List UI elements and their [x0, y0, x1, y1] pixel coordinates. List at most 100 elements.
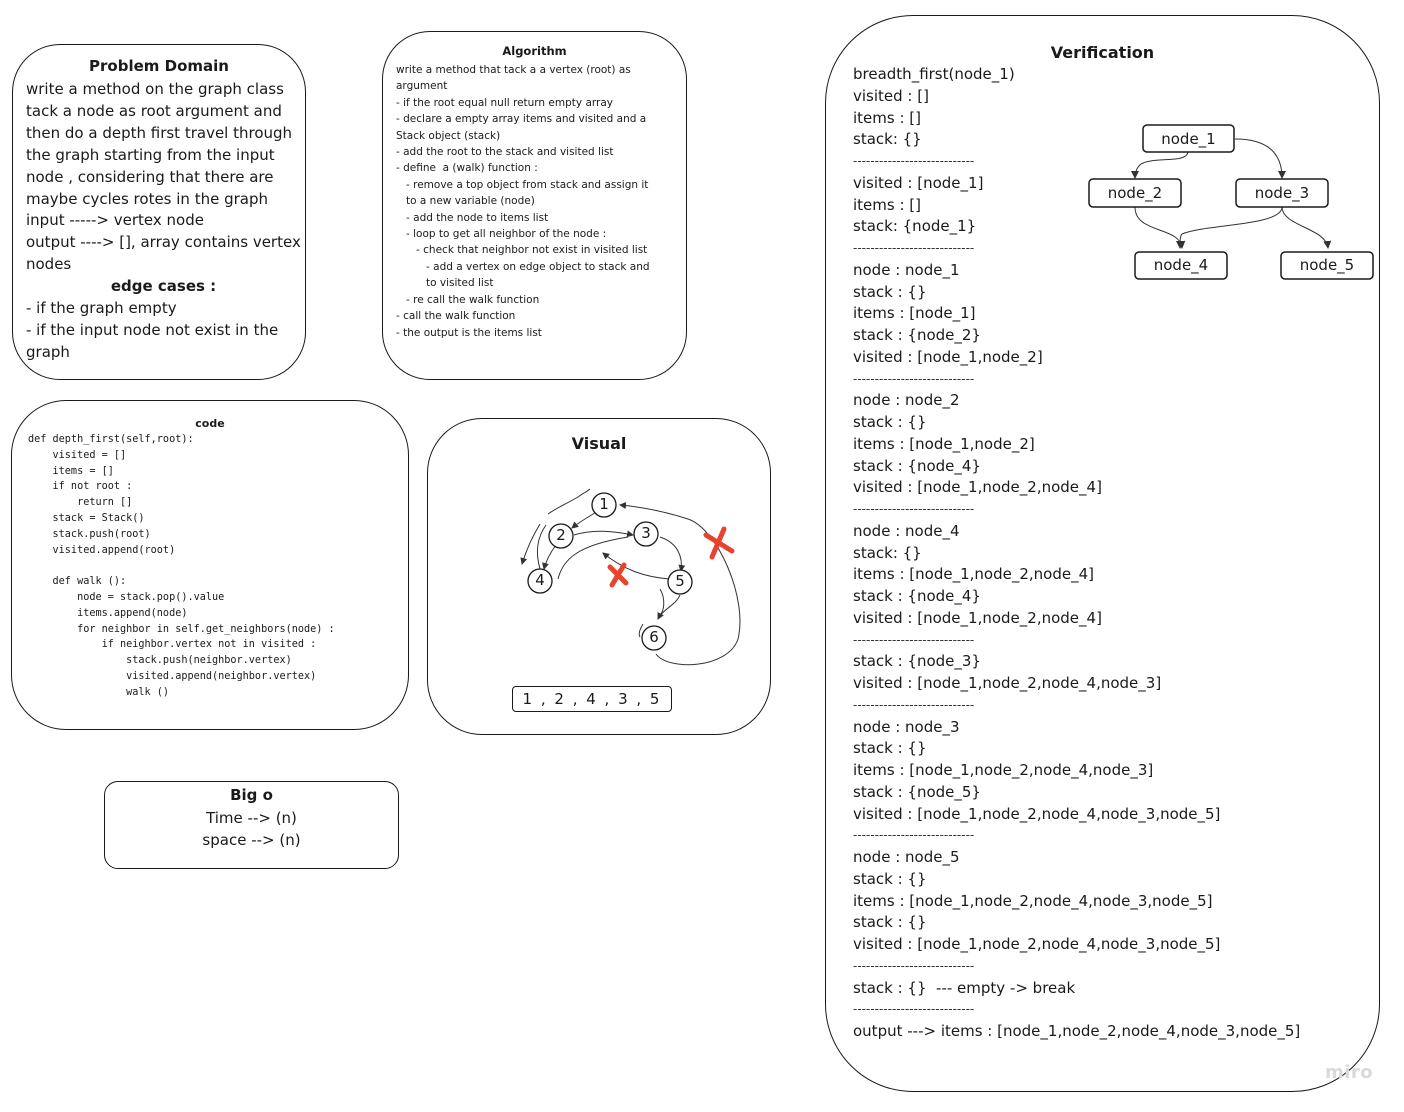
scribble-stroke [520, 523, 541, 565]
algorithm-step: - the output is the items list [396, 326, 542, 339]
verification-graph: node_1 node_2 node_3 node_4 node_5 [1088, 124, 1374, 280]
algorithm-step: - define a (walk) function : [396, 162, 538, 175]
code-line: visited.append(root) [28, 544, 176, 556]
algorithm-step: - call the walk function [396, 310, 516, 323]
graph-edge [1134, 206, 1186, 249]
graph-node: node_5 [1280, 251, 1374, 280]
verification-card: Verification breadth_first(node_1)visite… [825, 15, 1380, 1092]
algorithm-step: - re call the walk function [396, 293, 540, 306]
big-o-card: Big o Time --> (n) space --> (n) [104, 781, 399, 869]
visual-graph: 1 2 3 4 5 6 [520, 488, 741, 666]
problem-domain-card: Problem Domain write a method on the gra… [12, 44, 306, 380]
svg-text:node_2: node_2 [1108, 184, 1162, 203]
verification-trace: breadth_first(node_1)visited : [] items :… [853, 64, 1300, 1043]
scribble-stroke [537, 524, 547, 570]
visual-node: 5 [667, 569, 693, 595]
verification-line: ---------------------------- [853, 632, 975, 647]
verification-line: visited : [] [853, 86, 929, 105]
verification-line: stack: {} [853, 130, 922, 149]
scribble-stroke [547, 488, 591, 515]
algorithm-steps: write a method that tack a a vertex (roo… [396, 62, 681, 341]
verification-line: ---------------------------- [853, 1002, 975, 1017]
edge-2-4 [542, 544, 557, 570]
code-line [28, 558, 335, 574]
space-complexity: space --> (n) [202, 831, 301, 849]
verification-line: items : [node_1,node_2,node_4,node_3,nod… [853, 891, 1213, 910]
problem-domain-output: output ----> [], array contains vertex n… [26, 233, 301, 274]
edge-6-1 [619, 502, 741, 666]
verification-line: breadth_first(node_1) [853, 65, 1015, 83]
verification-line: stack: {node_1} [853, 217, 977, 236]
scribble-stroke [638, 623, 644, 638]
verification-line: node : node_4 [853, 521, 960, 540]
verification-line: node : node_2 [853, 391, 960, 410]
graph-node: node_3 [1235, 178, 1329, 208]
verification-line: stack : {} [853, 739, 927, 758]
code-line: stack = Stack() [28, 512, 145, 524]
graph-edge [1131, 151, 1189, 179]
verification-line: visited : [node_1] [853, 173, 984, 192]
verification-line: node : node_3 [853, 717, 960, 736]
code-line: visited = [] [28, 449, 127, 461]
algorithm-card: Algorithm write a method that tack a a v… [382, 31, 687, 380]
edge-3-5 [659, 536, 686, 572]
visual-node: 6 [641, 625, 667, 651]
verification-line: ---------------------------- [853, 502, 975, 516]
time-complexity: Time --> (n) [206, 809, 297, 827]
visual-title: Visual [571, 434, 627, 453]
algorithm-step: - if the root equal null return empty ar… [396, 96, 613, 109]
graph-edge [1234, 138, 1286, 179]
code-line: stack.push(root) [28, 528, 151, 540]
verification-line: items : [node_1] [853, 304, 976, 323]
scribble-stroke [659, 588, 665, 616]
code-line: for neighbor in self.get_neighbors(node)… [28, 623, 335, 635]
code-line: walk () [28, 686, 170, 698]
verification-line: visited : [node_1,node_2,node_4,node_3,n… [853, 804, 1221, 823]
edge-5-6 [657, 594, 681, 620]
verification-line: stack : {} --- empty -> break [853, 978, 1076, 997]
verification-line: items : [node_1,node_2,node_4,node_3] [853, 761, 1154, 779]
svg-text:6: 6 [649, 628, 659, 646]
verification-line: items : [node_1,node_2] [853, 434, 1035, 453]
verification-line: items : [] [853, 108, 921, 127]
svg-text:5: 5 [675, 572, 685, 590]
code-line: items.append(node) [28, 607, 188, 619]
verification-line: node : node_1 [853, 260, 960, 279]
svg-text:1: 1 [599, 495, 609, 513]
graph-edge [1281, 206, 1332, 249]
verification-line: ---------------------------- [853, 154, 975, 168]
svg-text:2: 2 [556, 526, 566, 544]
algorithm-step: - remove a top object from stack and ass… [396, 178, 649, 191]
svg-text:node_4: node_4 [1154, 256, 1208, 275]
verification-line: node : node_5 [853, 848, 960, 866]
edge-cases-title: edge cases : [110, 277, 217, 296]
algorithm-step: write a method that tack a a vertex (roo… [396, 64, 631, 76]
verification-line: ---------------------------- [853, 958, 975, 973]
graph-node: node_2 [1088, 178, 1182, 208]
code-line: if not root : [28, 481, 133, 493]
verification-line: output ---> items : [node_1,node_2,node_… [853, 1022, 1301, 1040]
algorithm-step: - add a vertex on edge object to stack a… [396, 260, 650, 273]
algorithm-step: - check that neighbor not exist in visit… [396, 244, 648, 257]
big-o-title: Big o [230, 786, 273, 804]
verification-line: stack : {node_5} [853, 782, 981, 801]
problem-domain-input: input -----> vertex node [26, 211, 204, 230]
edge-case-item: - if the graph empty [26, 299, 177, 318]
edge-4-3 [557, 536, 629, 580]
code-block: def depth_first(self,root): visited = []… [28, 432, 335, 701]
problem-domain-body: write a method on the graph class tack a… [26, 79, 301, 364]
verification-line: visited : [node_1,node_2,node_4] [853, 478, 1102, 497]
verification-line: stack : {} [853, 913, 927, 932]
code-line: return [] [28, 497, 133, 509]
verification-line: stack : {node_4} [853, 456, 981, 475]
code-card: code def depth_first(self,root): visited… [11, 400, 409, 730]
algorithm-step: - add the root to the stack and visited … [396, 146, 614, 159]
visual-node: 2 [548, 523, 574, 549]
verification-line: stack : {} [853, 413, 927, 431]
svg-text:node_3: node_3 [1255, 184, 1309, 203]
code-line: stack.push(neighbor.vertex) [28, 655, 292, 667]
code-title: code [195, 417, 225, 430]
red-cross-mark [703, 526, 735, 560]
algorithm-step: to visited list [396, 277, 494, 290]
svg-text:3: 3 [641, 524, 651, 542]
